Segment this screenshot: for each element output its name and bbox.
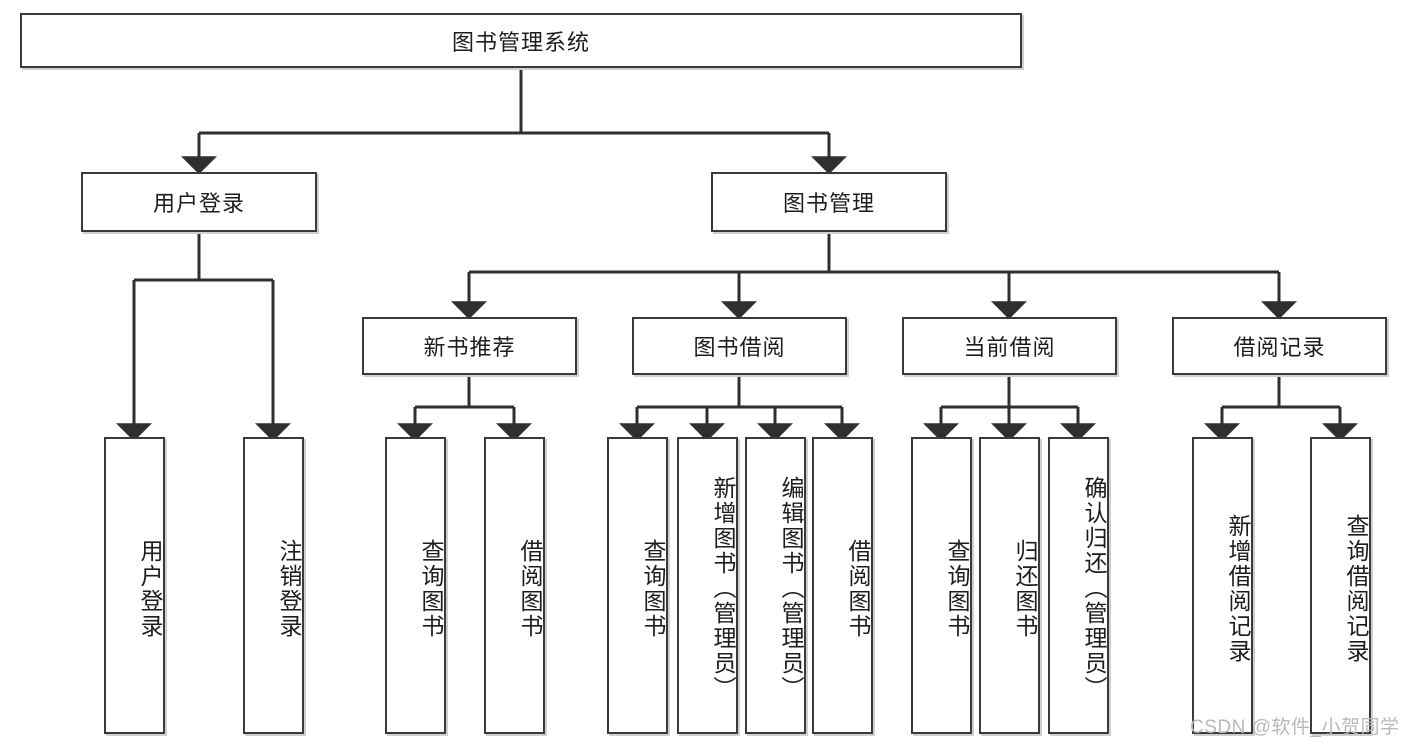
- node-leaf-add-book[interactable]: 新增图书（管理员）: [677, 437, 738, 734]
- node-label: 编辑图书（管理员）: [778, 476, 804, 701]
- node-borrow-record[interactable]: 借阅记录: [1172, 317, 1387, 375]
- node-label: 归还图书: [1012, 538, 1038, 639]
- node-label: 图书管理系统: [451, 29, 590, 55]
- node-label: 当前借阅: [963, 335, 1056, 360]
- node-book-borrow[interactable]: 图书借阅: [632, 317, 847, 375]
- node-book-management-system[interactable]: 图书管理系统: [20, 13, 1022, 68]
- node-label: 图书借阅: [693, 335, 786, 360]
- node-user-login[interactable]: 用户登录: [81, 172, 317, 232]
- node-label: 新增图书（管理员）: [710, 476, 736, 701]
- node-label: 借阅记录: [1233, 335, 1326, 360]
- node-leaf-confirm-return[interactable]: 确认归还（管理员）: [1048, 437, 1109, 734]
- node-label: 查询借阅记录: [1343, 513, 1369, 664]
- node-leaf-query-book-2[interactable]: 查询图书: [607, 437, 668, 734]
- node-label: 查询图书: [944, 538, 970, 639]
- node-leaf-user-login[interactable]: 用户登录: [104, 437, 165, 734]
- node-leaf-edit-book[interactable]: 编辑图书（管理员）: [745, 437, 806, 734]
- csdn-watermark: CSDN @软件_小贺同学: [1190, 717, 1400, 738]
- node-label: 注销登录: [276, 538, 302, 639]
- node-leaf-return-book[interactable]: 归还图书: [979, 437, 1040, 734]
- node-label: 用户登录: [152, 191, 245, 216]
- node-leaf-logout-login[interactable]: 注销登录: [243, 437, 304, 734]
- node-current-borrow[interactable]: 当前借阅: [902, 317, 1117, 375]
- node-leaf-query-record[interactable]: 查询借阅记录: [1310, 437, 1371, 734]
- node-label: 借阅图书: [517, 538, 543, 639]
- node-label: 新书推荐: [423, 335, 516, 360]
- node-leaf-query-book-3[interactable]: 查询图书: [911, 437, 972, 734]
- node-book-manage[interactable]: 图书管理: [711, 172, 947, 232]
- node-new-book-recommend[interactable]: 新书推荐: [362, 317, 577, 375]
- node-leaf-add-record[interactable]: 新增借阅记录: [1192, 437, 1253, 734]
- node-label: 查询图书: [418, 538, 444, 639]
- node-leaf-borrow-book-1[interactable]: 借阅图书: [484, 437, 545, 734]
- node-label: 用户登录: [137, 538, 163, 639]
- node-label: 新增借阅记录: [1225, 513, 1251, 664]
- node-label: 查询图书: [640, 538, 666, 639]
- node-label: 借阅图书: [845, 538, 871, 639]
- node-leaf-query-book-1[interactable]: 查询图书: [385, 437, 446, 734]
- node-label: 确认归还（管理员）: [1081, 476, 1107, 701]
- node-label: 图书管理: [782, 191, 875, 216]
- node-leaf-borrow-book-2[interactable]: 借阅图书: [812, 437, 873, 734]
